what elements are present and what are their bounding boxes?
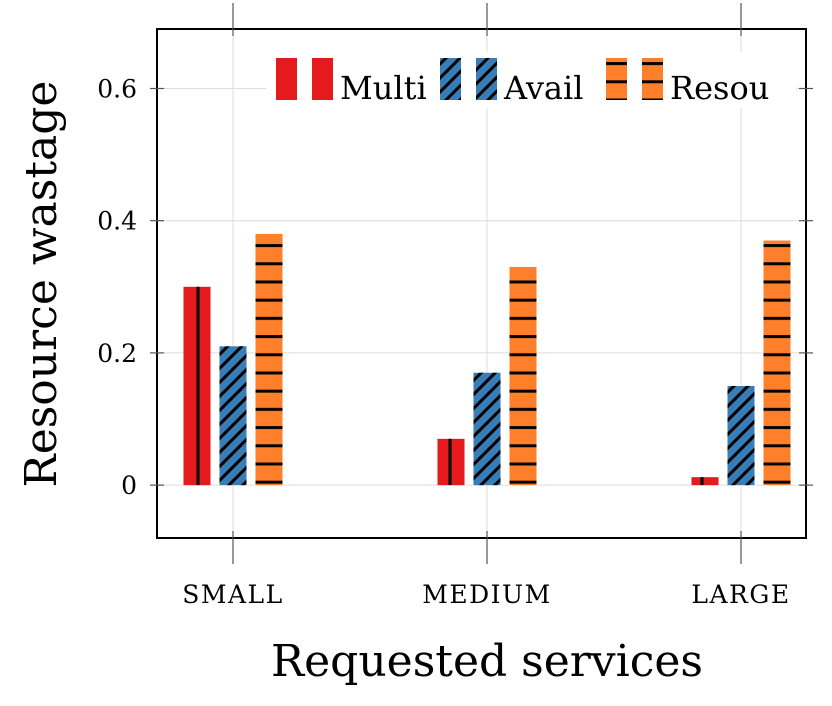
y-tick-label: 0 (121, 471, 137, 500)
y-tick-label: 0.2 (97, 339, 137, 368)
bar-pattern (183, 286, 211, 486)
legend-swatch-pattern (476, 58, 497, 100)
bar-pattern (255, 233, 283, 486)
y-tick-label: 0.4 (97, 207, 137, 236)
legend-label-resou: Resou (670, 69, 769, 107)
x-tick-label: SMALL (182, 580, 283, 609)
legend-swatch-pattern (276, 58, 297, 100)
x-axis-title: Requested services (271, 636, 703, 687)
y-axis-title: Resource wastage (16, 81, 67, 488)
bars (183, 233, 791, 486)
bar-pattern (219, 346, 247, 486)
y-tick-label: 0.6 (97, 74, 137, 103)
x-tick-label: LARGE (691, 580, 790, 609)
legend-swatch-pattern (642, 58, 663, 100)
legend-label-avail: Avail (503, 69, 583, 107)
bar-pattern (473, 372, 501, 486)
legend-label-multi: Multi (340, 69, 427, 107)
legend-swatch-pattern (312, 58, 333, 100)
legend-swatch-pattern (440, 58, 461, 100)
bar-pattern (509, 266, 537, 486)
bar-pattern (727, 385, 755, 486)
bar-pattern (763, 240, 791, 486)
legend-swatch-pattern (606, 58, 627, 100)
x-tick-label: MEDIUM (422, 580, 551, 609)
bar-pattern (437, 438, 465, 486)
legend-box (266, 52, 796, 108)
plot-frame (156, 28, 807, 539)
legend: Multi Avail Resou (266, 52, 796, 108)
bar-pattern (691, 477, 719, 486)
